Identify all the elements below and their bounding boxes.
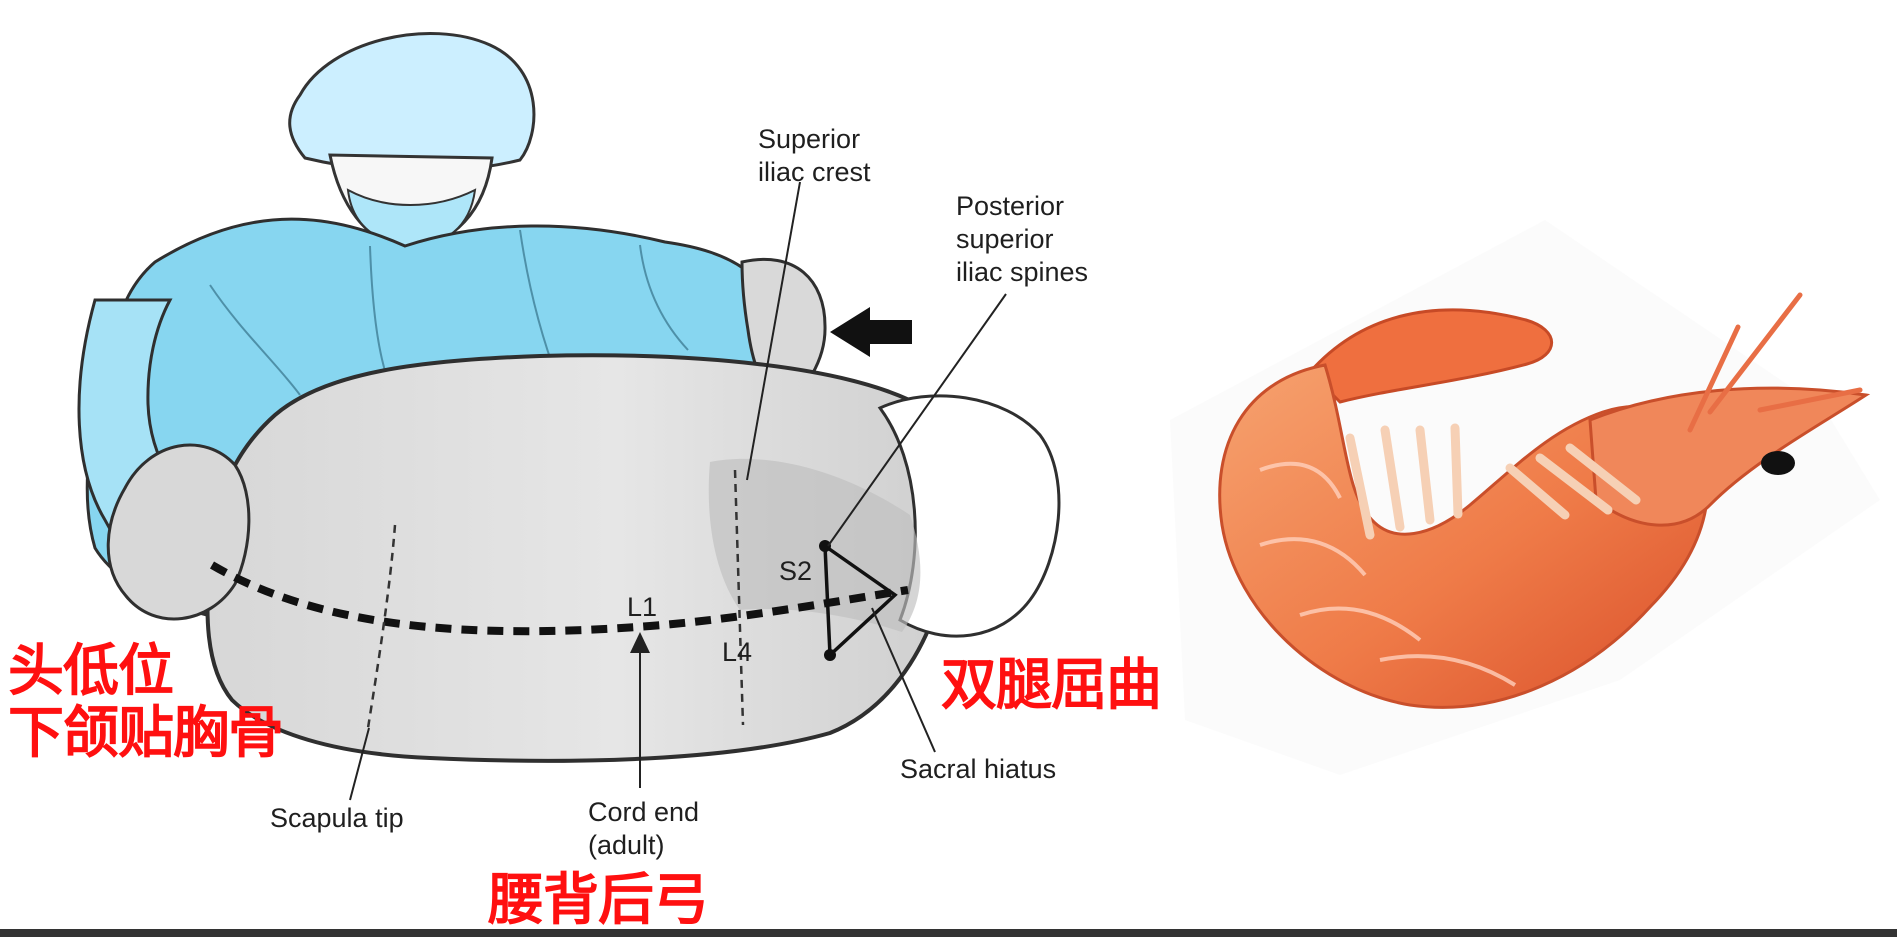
pressure-arrow-icon	[830, 307, 912, 357]
legs-flexed-annotation: 双腿屈曲	[941, 653, 1162, 718]
cord-end-label: Cord end (adult)	[588, 797, 700, 860]
shrimp-eye-icon	[1761, 451, 1795, 475]
shrimp-antennae-icon	[1687, 292, 1863, 433]
sacral-hiatus-leader-line	[871, 607, 936, 753]
l1-label: L1	[627, 592, 658, 622]
bottom-border	[0, 929, 1897, 937]
patient-body-outline-icon	[205, 353, 953, 763]
shrimp-legs-icon	[1345, 423, 1641, 540]
shrimp-segment-lines-icon	[1259, 461, 1517, 687]
spine-line-icon	[209, 561, 909, 636]
shrimp-image	[1170, 220, 1880, 775]
shrimp-head-icon	[1588, 386, 1871, 527]
psis-upper-dot-icon	[819, 540, 831, 552]
curled-patient	[106, 353, 1061, 763]
lumbar-arched-annotation: 腰背后弓	[488, 868, 709, 933]
iliac-crest-dotted-line-icon	[733, 469, 745, 726]
shrimp-body-icon	[1218, 363, 1710, 709]
pelvis-shadow-icon	[708, 458, 921, 632]
psis-lower-dot-icon	[824, 649, 836, 661]
shrimp-tail-icon	[1307, 308, 1554, 404]
psis-leader-line	[827, 293, 1007, 547]
assistant-cap-icon	[288, 32, 536, 173]
sacral-hiatus-label: Sacral hiatus	[900, 754, 1057, 784]
s2-label: S2	[779, 556, 813, 586]
superior-iliac-crest-label: Superior iliac crest	[758, 124, 871, 187]
gown-fold-lines-icon	[209, 229, 689, 396]
posterior-superior-iliac-spines-label: Posterior superior iliac spines	[956, 191, 1089, 287]
iliac-crest-leader-line	[746, 181, 801, 481]
cord-end-arrow-icon	[630, 632, 650, 653]
patient-head-icon	[106, 443, 251, 621]
scapula-tip-label: Scapula tip	[270, 803, 404, 833]
head-down-chin-to-sternum-annotation: 头低位 下颌贴胸骨	[8, 639, 284, 766]
sacral-triangle-icon	[823, 542, 898, 659]
l4-label: L4	[722, 637, 753, 667]
scapula-dotted-line-icon	[366, 524, 397, 729]
scapula-tip-leader-line	[349, 727, 370, 801]
label-leader-lines	[349, 181, 1007, 801]
